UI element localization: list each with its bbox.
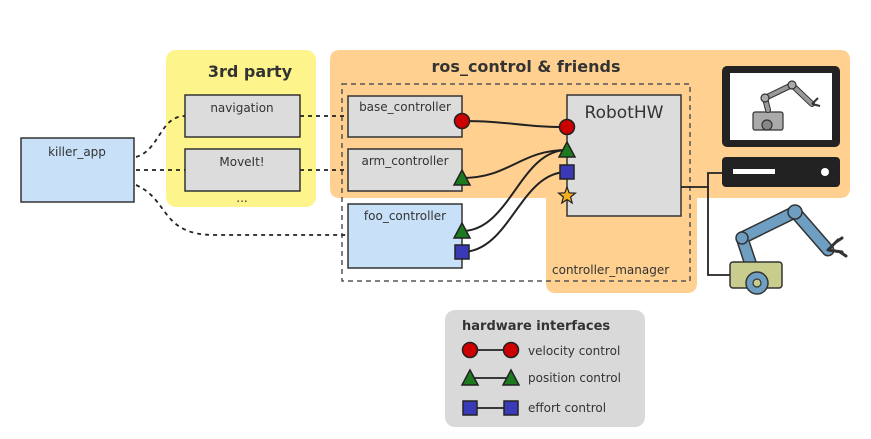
- arm-controller-box: [347, 148, 463, 192]
- legend-position-marker-right: [501, 368, 521, 386]
- controller-manager-label: controller_manager: [552, 263, 669, 277]
- legend-panel: [445, 310, 645, 427]
- hw-effort-marker: [559, 164, 575, 180]
- killer-app-connections: [135, 115, 348, 236]
- hw-position-marker: [557, 140, 577, 158]
- foo-controller-box: [347, 203, 463, 269]
- navigation-label: navigation: [210, 101, 273, 115]
- robot-hw-label: RobotHW: [585, 103, 664, 123]
- third-party-title: 3rd party: [208, 62, 293, 81]
- legend-velocity-label: velocity control: [528, 344, 620, 358]
- moveit-label: MoveIt!: [219, 155, 264, 169]
- arm-controller-label: arm_controller: [361, 154, 448, 168]
- controller-manager-boundary: [341, 83, 691, 282]
- robot-hw-box: [566, 94, 682, 217]
- moveit-box: [184, 148, 301, 192]
- star-icon: [557, 185, 577, 205]
- legend-velocity-marker-left: [461, 341, 479, 359]
- killer-app-label: killer_app: [48, 145, 106, 159]
- monitor-robot-icon: [722, 66, 840, 187]
- arm-position-marker: [452, 168, 472, 186]
- base-velocity-marker: [453, 112, 471, 130]
- legend-effort-label: effort control: [528, 401, 606, 415]
- foo-controller-label: foo_controller: [364, 209, 446, 223]
- legend-position-label: position control: [528, 371, 621, 385]
- legend-position-marker-left: [460, 368, 480, 386]
- robot-arm-icon: [729, 204, 848, 295]
- base-controller-box: [347, 95, 463, 138]
- killer-app-box: [20, 137, 135, 203]
- hardware-connections: [681, 172, 730, 276]
- interface-connections: [461, 120, 568, 253]
- foo-position-marker: [452, 221, 472, 239]
- ros-control-title: ros_control & friends: [432, 57, 621, 76]
- foo-effort-marker: [454, 244, 470, 260]
- legend-velocity-marker-right: [502, 341, 520, 359]
- legend-effort-marker-left: [462, 400, 478, 416]
- third-party-ellipsis: ...: [236, 191, 247, 205]
- hw-velocity-marker: [558, 118, 576, 136]
- base-controller-label: base_controller: [359, 100, 451, 114]
- legend-title: hardware interfaces: [462, 319, 610, 334]
- legend-effort-marker-right: [503, 400, 519, 416]
